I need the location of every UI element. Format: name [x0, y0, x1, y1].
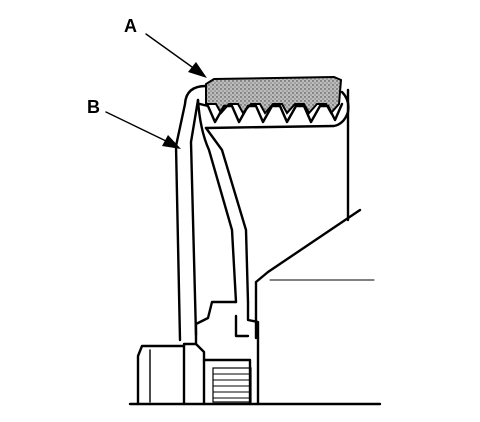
- sprocket-hatch: [212, 367, 252, 403]
- belt-a: [205, 75, 343, 115]
- callout-b-arrow: [105, 111, 181, 149]
- callout-a-label: A: [124, 16, 137, 36]
- crankshaft-hub: [128, 300, 382, 406]
- callout-a-arrow: [145, 33, 207, 78]
- belt-body: [205, 75, 343, 115]
- callout-b-label: B: [87, 97, 100, 117]
- pulley-b: [174, 84, 375, 342]
